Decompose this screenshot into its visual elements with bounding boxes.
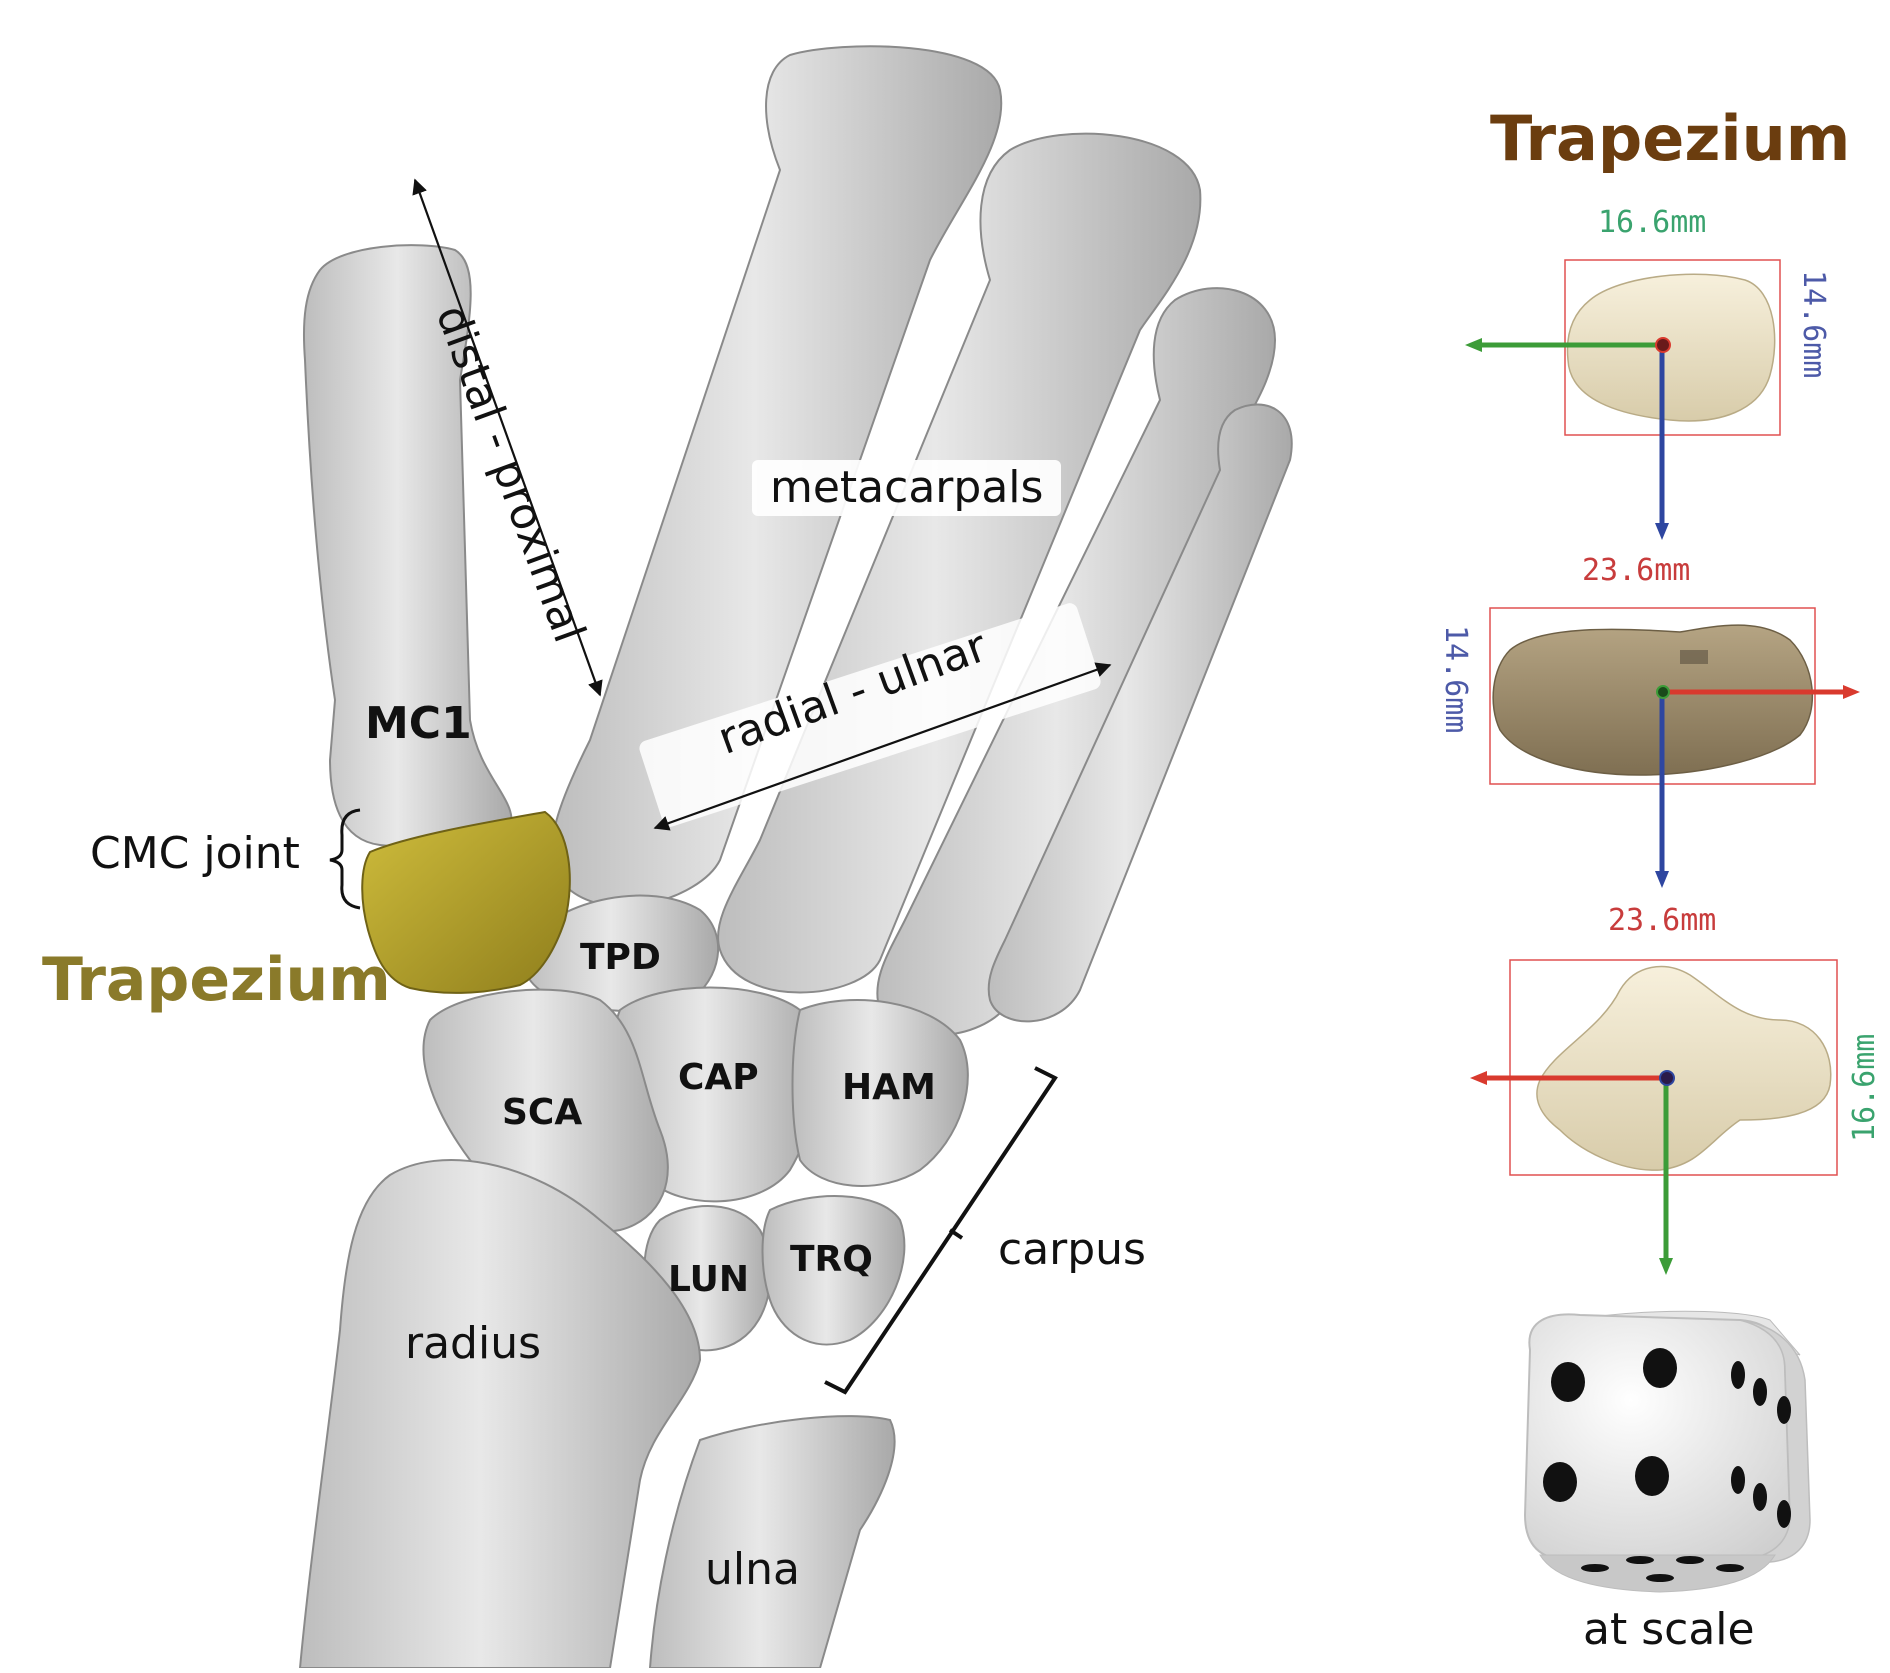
die-pip <box>1753 1378 1767 1406</box>
axis-origin-view-2 <box>1657 686 1669 698</box>
axis-blue-head-view-1 <box>1655 523 1669 540</box>
axis-green-head-view-1 <box>1465 338 1482 352</box>
model-shape-view-3 <box>1537 967 1831 1171</box>
model-view-1 <box>1465 260 1780 540</box>
label-ulna: ulna <box>705 1548 800 1592</box>
die-icon <box>1525 1311 1810 1592</box>
dim-width-view-3: 23.6mm <box>1608 906 1716 936</box>
die-pip <box>1731 1361 1745 1389</box>
label-ham: HAM <box>842 1070 936 1106</box>
model-shape-view-2 <box>1493 625 1812 775</box>
model-shape-view-1 <box>1567 274 1774 421</box>
label-carpus: carpus <box>998 1228 1146 1272</box>
axis-blue-head-view-2 <box>1655 871 1669 888</box>
die-pip <box>1543 1462 1577 1502</box>
dim-height-view-2: 14.6mm <box>1440 625 1470 733</box>
label-tpd: TPD <box>580 940 661 976</box>
axis-red-head-view-2 <box>1843 685 1860 699</box>
die-pip <box>1551 1362 1585 1402</box>
die-bottom-face <box>1540 1555 1775 1592</box>
label-trq: TRQ <box>790 1242 873 1278</box>
die-pip <box>1635 1456 1669 1496</box>
axis-origin-view-3 <box>1660 1071 1674 1085</box>
axis-origin-view-1 <box>1656 338 1670 352</box>
model-view-2 <box>1490 608 1860 888</box>
axis-red-head-view-3 <box>1470 1071 1487 1085</box>
die-pip <box>1731 1466 1745 1494</box>
label-trapezium-main: Trapezium <box>42 950 391 1010</box>
model-view-3 <box>1470 960 1837 1275</box>
ulna-bone <box>650 1416 895 1668</box>
label-cmc-joint: CMC joint <box>90 832 300 876</box>
axis-green-head-view-3 <box>1659 1258 1673 1275</box>
model-artifact-view-2 <box>1680 650 1708 664</box>
die-pip <box>1777 1396 1791 1424</box>
die-pip <box>1753 1483 1767 1511</box>
die-pip <box>1676 1556 1704 1564</box>
dim-height-view-3: 16.6mm <box>1850 1034 1880 1142</box>
die-pip <box>1626 1556 1654 1564</box>
dim-width-view-2: 23.6mm <box>1582 556 1690 586</box>
die-pip <box>1643 1348 1677 1388</box>
dim-height-view-1: 14.6mm <box>1798 270 1828 378</box>
radius-bone <box>300 1160 700 1668</box>
label-lun: LUN <box>668 1262 749 1298</box>
label-mc1: MC1 <box>365 702 472 746</box>
label-cap: CAP <box>678 1060 759 1096</box>
label-radius: radius <box>405 1322 541 1366</box>
die-caption: at scale <box>1583 1608 1755 1652</box>
die-pip <box>1646 1574 1674 1582</box>
label-sca: SCA <box>502 1095 582 1131</box>
die-pip <box>1716 1564 1744 1572</box>
panel-title: Trapezium <box>1490 108 1850 170</box>
label-metacarpals: metacarpals <box>752 460 1061 516</box>
die-pip <box>1777 1500 1791 1528</box>
die-pip <box>1581 1564 1609 1572</box>
dim-width-view-1: 16.6mm <box>1598 208 1706 238</box>
